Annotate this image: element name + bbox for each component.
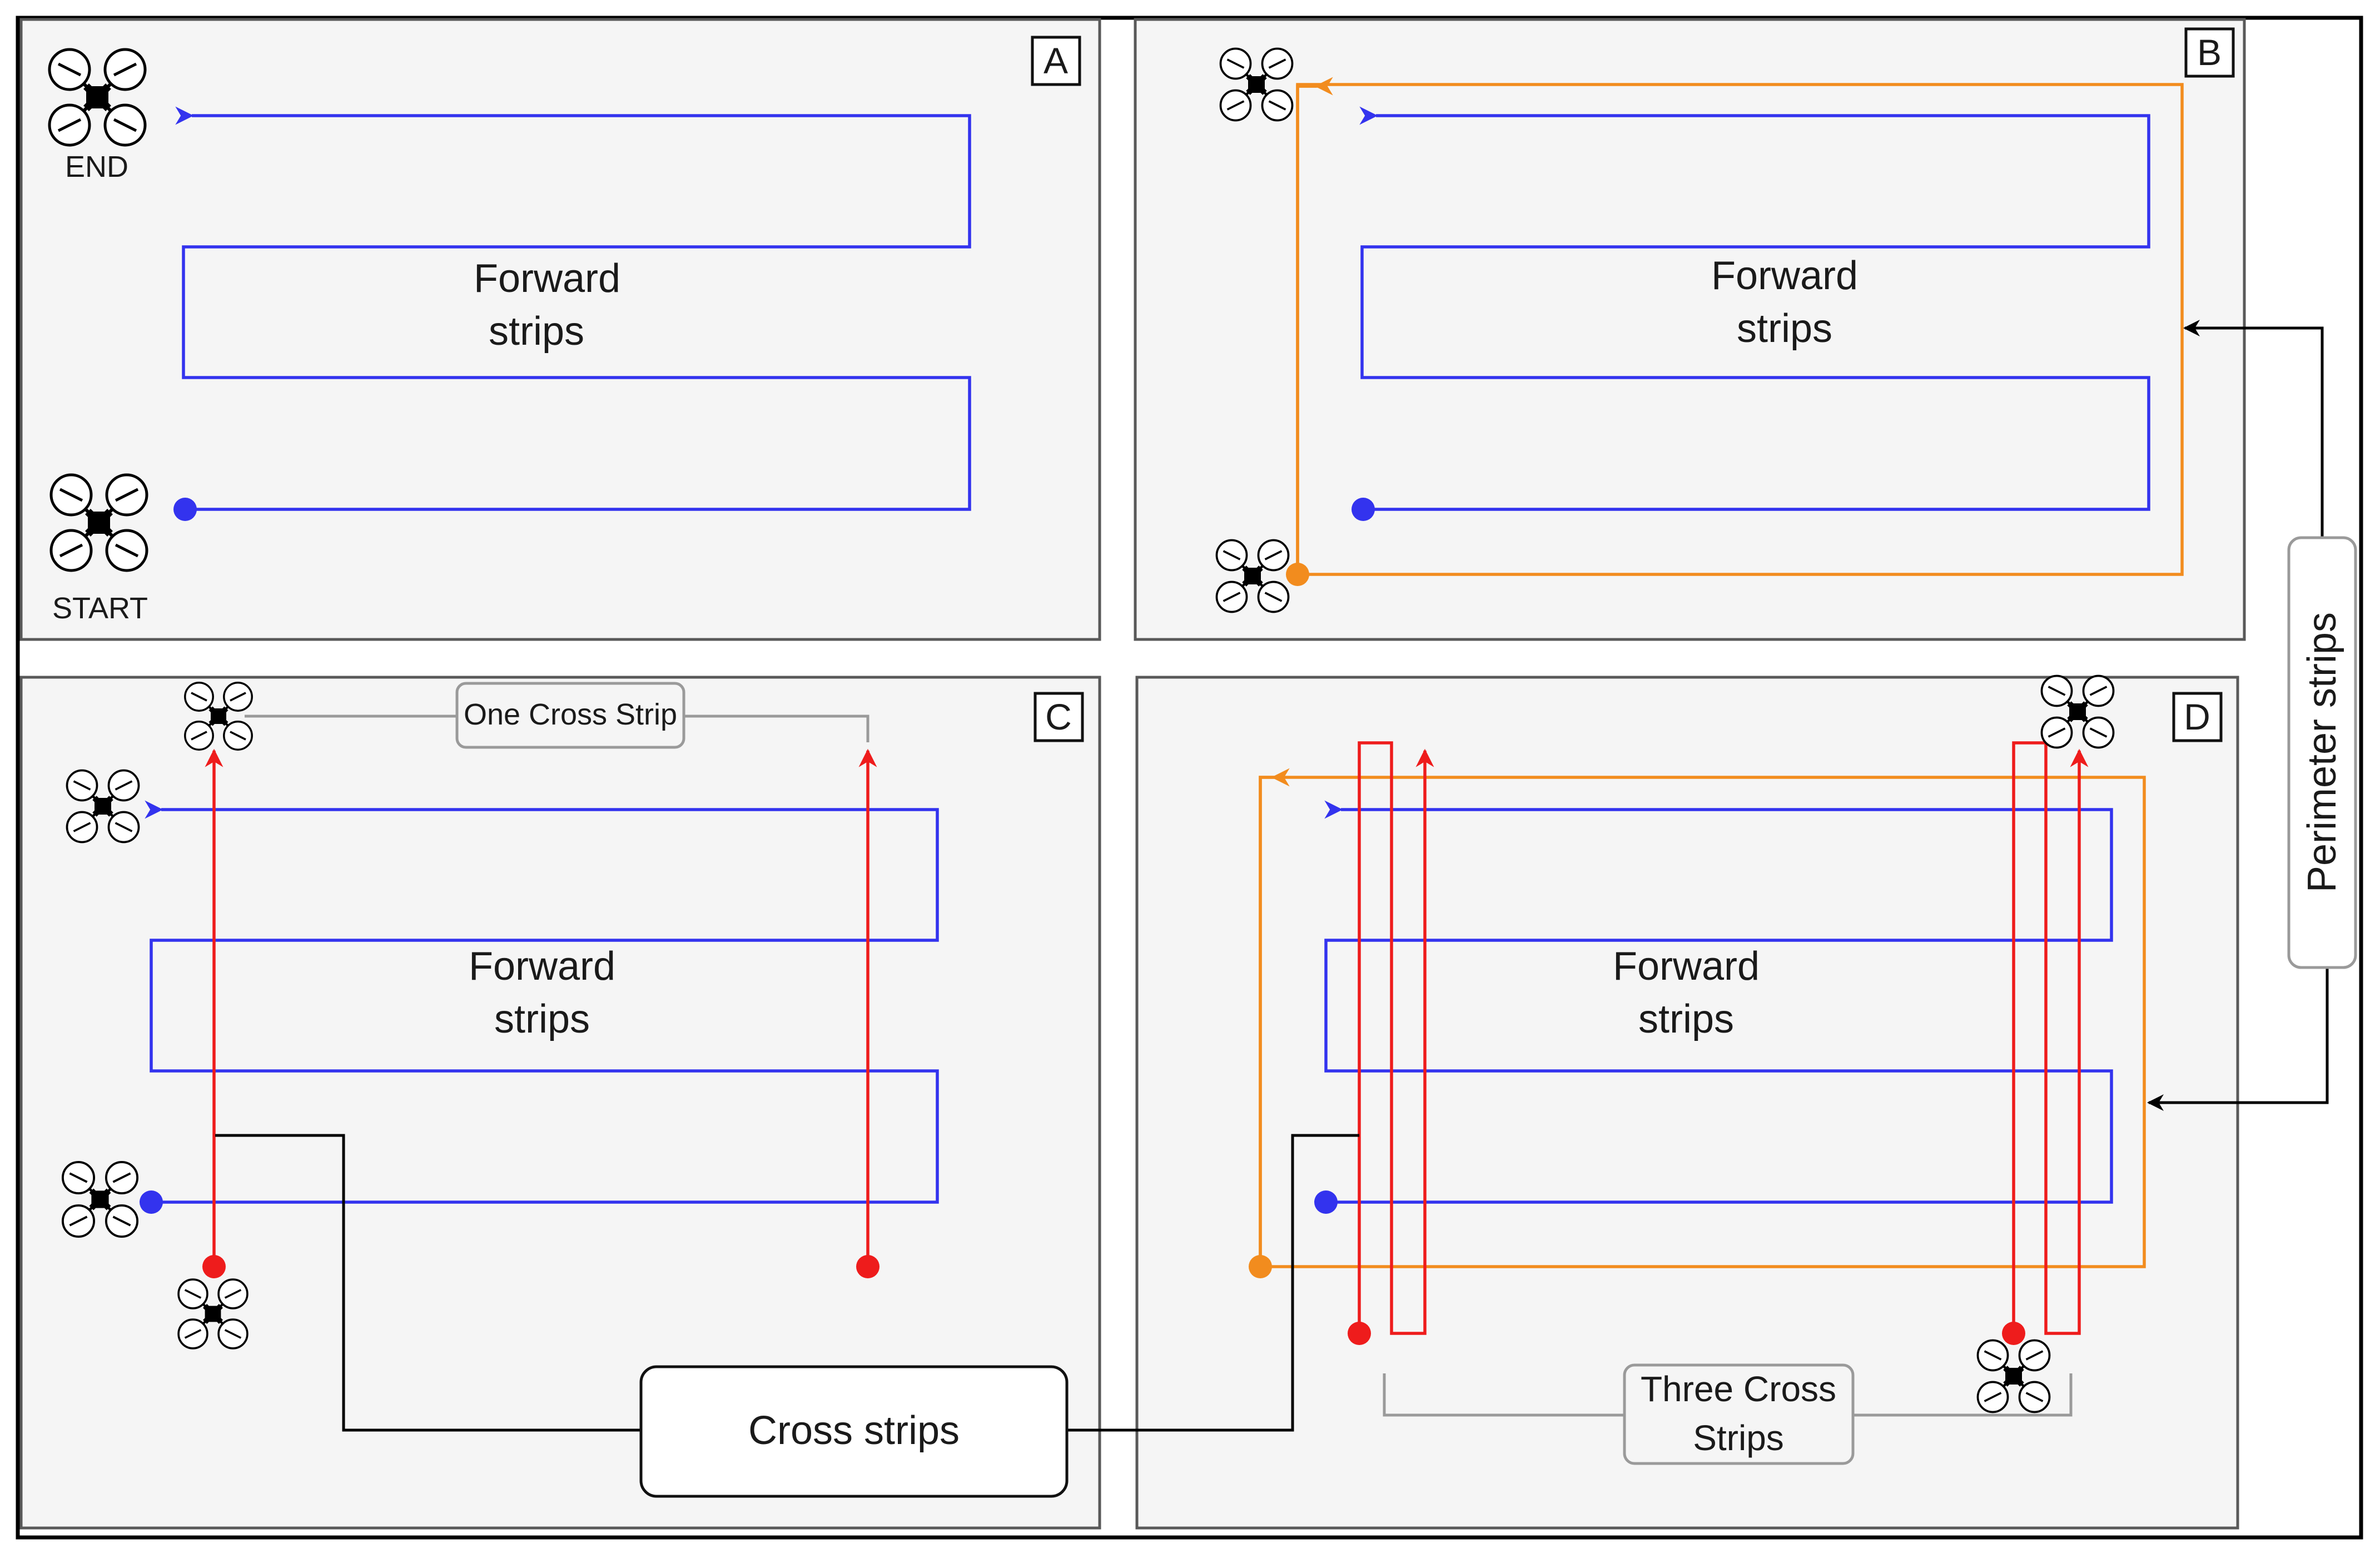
panel-c-cross-strip-left-start-dot <box>202 1255 226 1278</box>
cross-strips-callout-box <box>639 1365 1069 1498</box>
panel-c-one-cross-callout: One Cross Strip <box>464 698 677 731</box>
panel-c-start-point-dot <box>140 1190 163 1214</box>
cross-strips-connector-right <box>1067 1134 1359 1432</box>
perimeter-strips-callout: Perimeter strips <box>2147 320 2357 1111</box>
panel-d-perimeter-left-edge <box>1259 776 1279 1267</box>
panel-a-end-label: END <box>65 150 128 183</box>
panel-d-cross-strips-right-start-dot <box>2002 1322 2025 1345</box>
panel-d-cross-strips-left <box>1358 741 1434 1335</box>
panel-d-forward-label-line2: strips <box>1638 997 1734 1041</box>
panel-d: D Three Cross Strips Forward strips <box>1135 676 2239 1530</box>
panel-b-background <box>1134 18 2246 641</box>
perimeter-strips-callout-box <box>2287 536 2357 969</box>
perimeter-strips-connector-up <box>2183 320 2324 538</box>
panel-a-letter-box <box>1031 36 1081 86</box>
panel-a-letter: A <box>1044 40 1068 81</box>
panel-b-start-point-dot <box>1352 498 1375 521</box>
cross-strips-connector-left <box>215 1134 641 1432</box>
panel-d-start-point-dot <box>1314 1190 1338 1214</box>
perimeter-strips-connector-down <box>2147 967 2329 1111</box>
panel-d-three-cross-callout-line1: Three Cross <box>1641 1369 1836 1409</box>
panel-d-letter-box <box>2172 692 2223 742</box>
panel-d-three-cross-connector-left <box>1383 1373 1624 1417</box>
panel-b-perimeter-start-dot <box>1286 563 1309 586</box>
perimeter-strips-callout-label: Perimeter strips <box>2300 612 2344 892</box>
panel-d-letter: D <box>2184 696 2210 737</box>
panel-d-cross-strips-left-start-dot <box>1348 1322 1371 1345</box>
panel-a-forward-label-line1: Forward <box>474 256 620 301</box>
panel-b-forward-label-line2: strips <box>1737 306 1832 351</box>
panel-c-one-cross-callout-box <box>455 682 685 749</box>
panel-b-forward-strips <box>1359 106 2150 511</box>
panel-c-letter: C <box>1045 696 1072 737</box>
panel-a-background <box>19 18 1101 641</box>
panel-b-perimeter-left-edge <box>1296 85 1323 574</box>
panel-d-cross-strips-right <box>2012 741 2089 1335</box>
panel-b-forward-label-line1: Forward <box>1711 254 1858 298</box>
cross-strips-callout: Cross strips <box>215 1134 1359 1498</box>
panel-c-letter-box <box>1034 692 1084 742</box>
panel-a-start-point-dot <box>173 498 197 521</box>
panel-c-one-cross-connector-right <box>684 715 869 742</box>
panel-a-start-label: START <box>52 592 148 625</box>
cross-strips-callout-label: Cross strips <box>748 1408 960 1453</box>
outer-frame <box>16 16 2363 1540</box>
panel-a-forward-label-line2: strips <box>489 309 584 354</box>
panel-b-letter: B <box>2197 32 2222 73</box>
panel-b: B Forward strips <box>1134 18 2246 641</box>
panel-d-three-cross-connector-right <box>1853 1373 2073 1417</box>
panel-b-letter-box <box>2184 27 2235 78</box>
panel-c-forward-strips <box>145 800 939 1204</box>
panel-d-perimeter-start-dot <box>1249 1255 1272 1278</box>
panel-c-cross-strip-right-start-dot <box>856 1255 880 1278</box>
panel-c-forward-label-line1: Forward <box>469 944 615 989</box>
panel-d-forward-label-line1: Forward <box>1613 944 1760 989</box>
panel-d-three-cross-callout-line2: Strips <box>1693 1418 1784 1458</box>
panel-d-three-cross-callout-box <box>1623 1363 1855 1465</box>
panel-d-forward-strips <box>1324 800 2113 1204</box>
panel-c-forward-label-line2: strips <box>494 997 590 1041</box>
panel-a: A END START Forward strips <box>19 18 1101 641</box>
panel-a-forward-strips <box>175 106 971 511</box>
